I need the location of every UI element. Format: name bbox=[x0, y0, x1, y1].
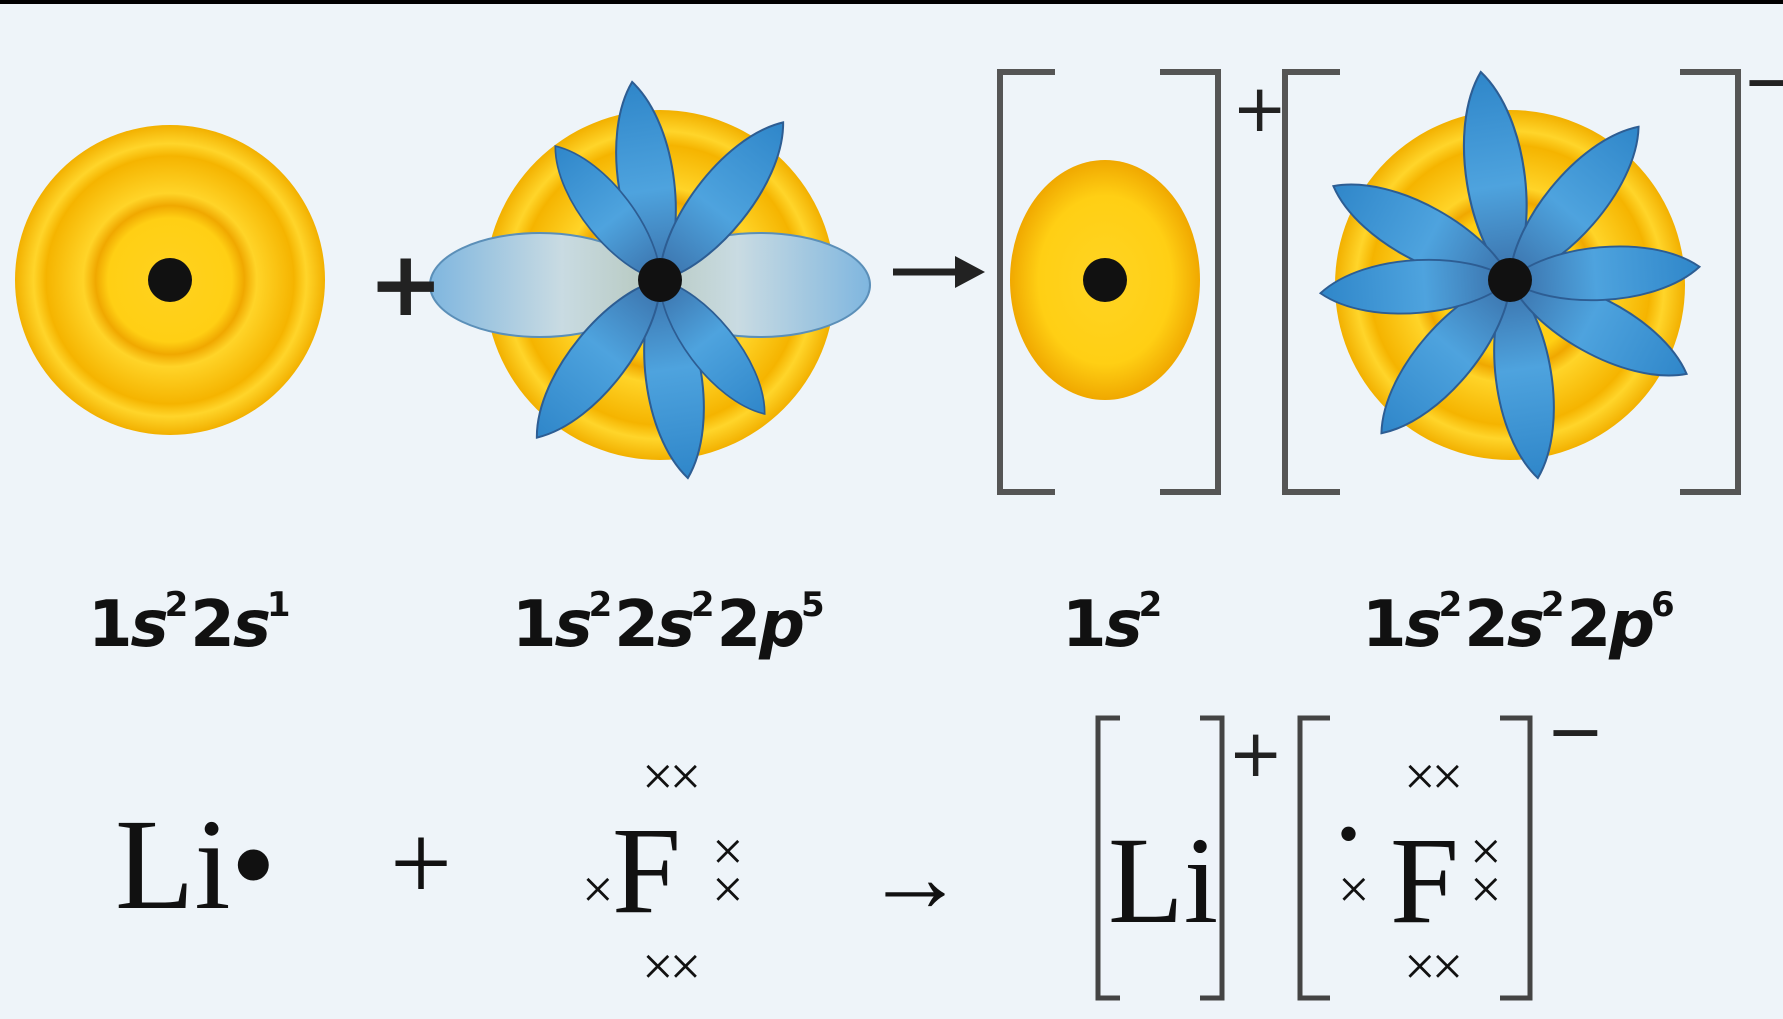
f-ion-right-electron-2: × bbox=[1470, 859, 1502, 921]
f-ion-top-electron-pair: ×× bbox=[1404, 746, 1463, 808]
f-electron-config: 1s22s22p5 bbox=[512, 585, 825, 662]
bottom-arrow: → bbox=[865, 822, 965, 933]
li-ion-orbital bbox=[1010, 160, 1200, 400]
li-ion-nucleus bbox=[1083, 258, 1127, 302]
li-ion-lewis-charge: + bbox=[1228, 715, 1284, 792]
top-plus-sign: + bbox=[368, 232, 444, 337]
f-top-electron-pair: ×× bbox=[642, 746, 701, 808]
li-ion-bracket-left bbox=[997, 69, 1055, 495]
f-ion-lewis-charge: − bbox=[1546, 690, 1605, 772]
f-ion-charge: − bbox=[1742, 40, 1783, 122]
bottom-brackets bbox=[1095, 715, 1533, 1001]
f-atom-orbital bbox=[429, 77, 871, 483]
li-ion-lewis-symbol: Li bbox=[1108, 812, 1219, 949]
li-ion-charge: + bbox=[1232, 70, 1288, 147]
f-ion-transferred-electron: • bbox=[1338, 801, 1360, 867]
f-right-electron-1: × bbox=[712, 821, 744, 883]
f-lewis-symbol: F bbox=[612, 802, 681, 939]
li-ion-electron-config: 1s2 bbox=[1062, 585, 1162, 662]
f-bracket-right bbox=[1500, 715, 1533, 1001]
f-ion-right-electron-1: × bbox=[1470, 821, 1502, 883]
top-brackets bbox=[997, 69, 1741, 495]
li-lewis-symbol: Li• bbox=[115, 793, 277, 937]
f-ion-bracket-left bbox=[1282, 69, 1340, 495]
f-ion-left-electron: × bbox=[1338, 859, 1370, 921]
f-bottom-electron-pair: ×× bbox=[642, 936, 701, 998]
f-right-electron-2: × bbox=[712, 859, 744, 921]
bottom-plus-sign: + bbox=[390, 802, 453, 924]
top-arrow bbox=[893, 256, 985, 288]
li-electron-config: 1s22s1 bbox=[88, 585, 291, 662]
li-bracket-left bbox=[1095, 715, 1120, 1001]
f-ion-nucleus bbox=[1488, 258, 1532, 302]
li-atom-orbital bbox=[15, 125, 325, 435]
f-ion-orbital bbox=[1317, 66, 1703, 483]
li-bracket-right bbox=[1200, 715, 1225, 1001]
li-ion-bracket-right bbox=[1160, 69, 1221, 495]
f-ion-electron-config: 1s22s22p6 bbox=[1362, 585, 1675, 662]
f-ion-lewis-symbol: F bbox=[1390, 812, 1459, 949]
f-ion-bottom-electron-pair: ×× bbox=[1404, 936, 1463, 998]
f-left-electron: × bbox=[582, 859, 614, 921]
f-bracket-left bbox=[1297, 715, 1330, 1001]
f-ion-bracket-right bbox=[1680, 69, 1741, 495]
li-nucleus bbox=[148, 258, 192, 302]
f-nucleus bbox=[638, 258, 682, 302]
